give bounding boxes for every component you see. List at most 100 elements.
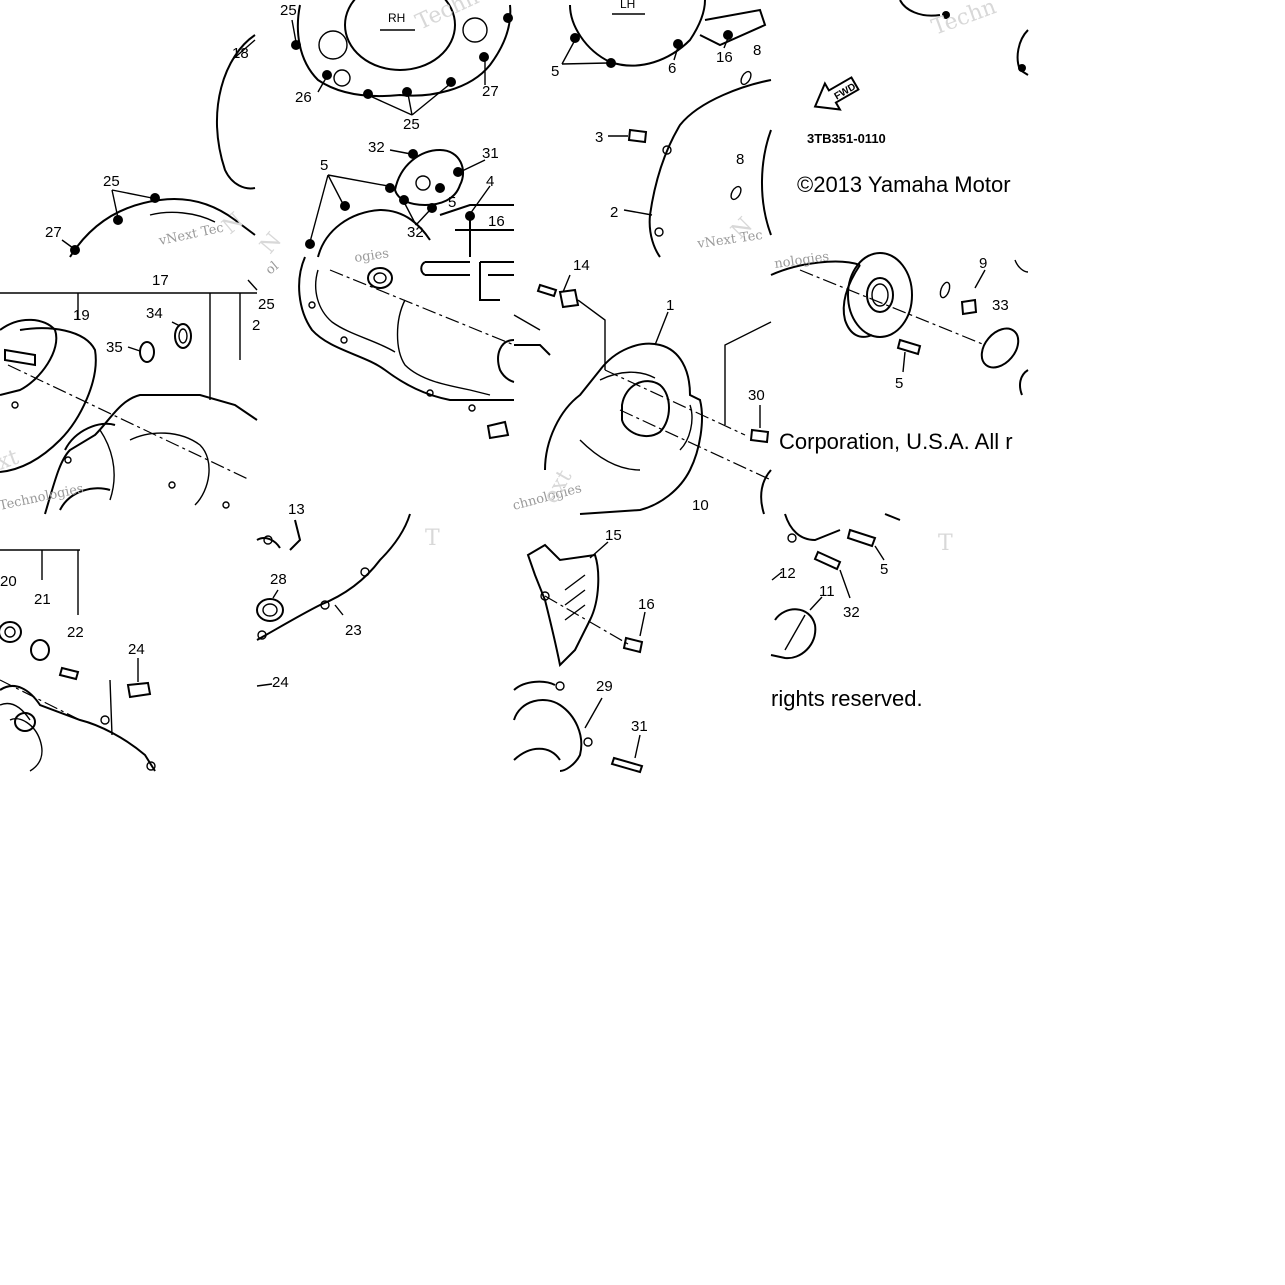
callout-25: 25 [280, 2, 297, 19]
dowel-pin [486, 420, 510, 440]
rh-cover-boss [462, 17, 488, 43]
bolt-hole [787, 533, 797, 543]
tile-j: 13 28 23 24 T [256, 501, 440, 691]
callout-4: 4 [486, 173, 494, 190]
bolt-part-5 [896, 338, 922, 356]
bracket-part-14 [558, 288, 580, 309]
bracket-line [724, 321, 772, 425]
callout-8: 8 [753, 42, 761, 59]
cover-edge [1014, 259, 1029, 273]
bolt-hole [583, 737, 593, 747]
bolt-dot [503, 13, 513, 23]
callout-14: 14 [573, 257, 590, 274]
cover-opening [621, 380, 670, 438]
watermark-technologies: nologies [773, 249, 830, 272]
bolt-dot [465, 211, 475, 221]
callout-28: 28 [270, 571, 287, 588]
leader-line [584, 697, 603, 729]
dowel-part-30 [749, 428, 770, 444]
watermark-t: T [425, 526, 440, 551]
callout-22: 22 [67, 624, 84, 641]
leader-line [309, 149, 491, 243]
callout-5: 5 [551, 63, 559, 80]
tile-l: 5 32 12 11 rights reserved. T [770, 513, 953, 711]
gasket-hole [308, 301, 316, 309]
tile-k: 15 16 29 31 [513, 527, 655, 774]
bolt-dot [1018, 64, 1026, 72]
drum-face [847, 252, 913, 338]
bolt-dot [113, 215, 123, 225]
bushing-part-21 [30, 639, 50, 661]
callout-5: 5 [320, 157, 328, 174]
axis-line [604, 369, 772, 481]
bolt-dot [150, 193, 160, 203]
crankcase-cover-gasket-arc [216, 34, 256, 190]
bolt-hole [555, 681, 565, 691]
callout-25: 25 [403, 116, 420, 133]
fwd-arrow-icon [813, 76, 860, 111]
lh-cover-outline [569, 0, 706, 67]
gasket-hole [257, 630, 267, 640]
bearing-housing [497, 339, 551, 383]
seal-bore-inner [373, 272, 387, 284]
callout-2: 2 [610, 204, 618, 221]
seal-part [866, 277, 894, 313]
axis-line [0, 679, 81, 721]
cover-hole [64, 456, 72, 464]
sprocket-cover-part-15 [526, 543, 600, 668]
rh-cover-boss [318, 30, 348, 60]
cap-slot [784, 614, 806, 651]
bolt-dot [479, 52, 489, 62]
bolt-dot [385, 183, 395, 193]
tile-a: 18 25 27 vNext Tec N [45, 34, 256, 258]
diagram-code: 3TB351-0110 [807, 131, 886, 146]
bolt-dot [322, 70, 332, 80]
leader-line [334, 604, 344, 616]
gasket-part-23 [256, 513, 411, 641]
leader-line [109, 658, 139, 736]
cover-body-lower [0, 685, 156, 772]
leader-line [291, 19, 486, 116]
lh-cover-bracket [699, 8, 767, 47]
dowel-part-24 [126, 681, 152, 699]
leader-line [589, 541, 609, 559]
callout-2: 2 [252, 317, 260, 334]
leader-line [623, 209, 653, 216]
callout-12: 12 [779, 565, 796, 582]
gasket-ring-18 [0, 318, 58, 396]
gasket-hole [662, 145, 672, 155]
watermark-t: ogies [353, 246, 389, 266]
callout-10: 10 [692, 497, 709, 514]
callout-26: 26 [295, 89, 312, 106]
tile-d: Techn FWD 3TB351-0110 ©2013 Yamaha Motor [797, 0, 1029, 197]
seal-bore [367, 267, 393, 289]
callout-25: 25 [258, 296, 275, 313]
bolt-dot [453, 167, 463, 177]
crankcase-inner [314, 269, 396, 353]
callout-1: 1 [666, 297, 674, 314]
fwd-arrow: FWD [813, 76, 860, 111]
seal-part-34 [174, 323, 192, 349]
gasket-hole [654, 227, 664, 237]
rh-label: RH [388, 11, 405, 25]
bolt-dot [363, 89, 373, 99]
gasket-hole [468, 404, 476, 412]
pump-cover-hub [415, 175, 431, 191]
leader-line [562, 274, 606, 370]
leader-line [902, 351, 906, 373]
cover-boss [14, 712, 36, 732]
callout-16: 16 [488, 213, 505, 230]
callout-33: 33 [992, 297, 1009, 314]
watermark-t: T [938, 531, 953, 556]
callout-8: 8 [736, 151, 744, 168]
bolt-dot [606, 58, 616, 68]
bolt-dot [305, 239, 315, 249]
bolt-part-22 [58, 666, 80, 681]
leader-line [127, 321, 181, 352]
bolt-part-14 [536, 283, 558, 298]
fwd-label: FWD [833, 82, 858, 103]
bolt-dot [570, 33, 580, 43]
callout-32: 32 [368, 139, 385, 156]
crankcase-cover-outline [69, 198, 256, 258]
watermark-vnext: N [255, 228, 287, 259]
